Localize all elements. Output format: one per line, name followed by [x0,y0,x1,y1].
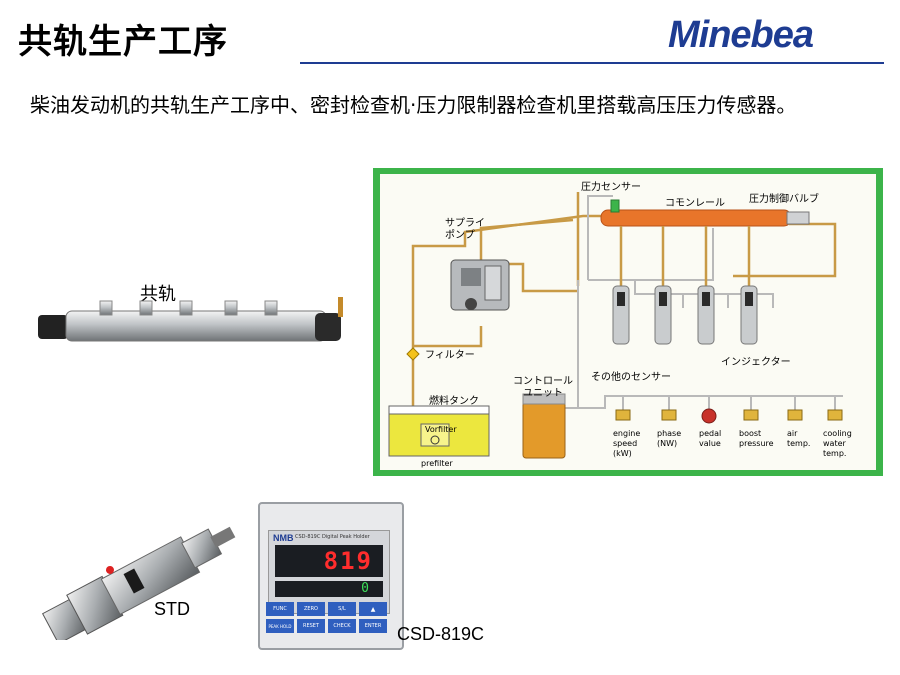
func-button[interactable]: FUNC [266,602,294,616]
enter-button[interactable]: ENTER [359,619,387,633]
up-button[interactable]: ▲ [359,602,387,616]
filter-icon [406,347,420,361]
sensor-label-phase-2: (NW) [657,439,677,448]
label-pressure-valve: 圧力制御バルブ [749,192,819,205]
common-rail-system-diagram: 圧力センサー コモンレール 圧力制御バルブ インジェクター サプライ ポンプ フ… [373,168,883,476]
description-text: 柴油发动机的共轨生产工序中、密封检查机·压力限制器检查机里搭载高压压力传感器。 [30,93,797,117]
sl-button[interactable]: S/L [328,602,356,616]
sensor-label-engine-2: speed [613,439,637,448]
sensor-label-pedal-1: pedal [699,429,721,438]
sensor-label-engine-1: engine [613,429,640,438]
page-title: 共轨生产工序 [18,22,228,62]
label-control-unit-1: コントロール [513,376,573,387]
controller-sub-display: 0 [361,581,369,596]
fuel-lines [411,192,837,413]
sensor-label-air-2: temp. [787,439,810,448]
sensor-label-boost-1: boost [739,429,761,438]
sensor-icons [615,408,843,424]
injector-group [612,285,758,345]
sensor-label-cooling-1: cooling [823,429,852,438]
std-sensor-image [41,526,236,640]
fuel-tank-shape [388,405,490,457]
label-other-sensors: その他のセンサー [591,370,671,383]
controller-display: 819 [323,547,373,575]
zero-button[interactable]: ZERO [297,602,325,616]
supply-pump-shape [450,259,510,311]
check-button[interactable]: CHECK [328,619,356,633]
sensor-label-air-1: air [787,429,798,438]
sensor-label-engine-3: (kW) [613,449,632,458]
label-injector: インジェクター [721,356,791,368]
sensor-label-boost-2: pressure [739,439,774,448]
label-prefilter: prefilter [421,459,453,468]
rail-label: 共轨 [140,284,176,305]
common-rail-pipe [600,209,792,227]
controller-label: CSD-819C [397,624,485,644]
sensor-label-pedal-2: value [699,439,721,448]
peak-hold-button[interactable]: PEAK HOLD [266,619,294,633]
sensor-label-phase-1: phase [657,429,681,438]
minebea-logo: Minebea [668,14,814,56]
controller-device: NMB CSD-819C Digital Peak Holder 819 0 F… [258,502,404,650]
label-vorfilter: Vorfilter [425,425,457,434]
control-unit-shape [522,401,566,459]
label-common-rail: コモンレール [665,198,725,209]
pressure-sensor-shape [610,199,620,213]
sensor-label-cooling-3: temp. [823,449,846,458]
label-control-unit-2: ユニット [523,388,563,399]
sensor-labels: engine speed (kW) phase (NW) pedal value… [613,429,852,458]
sensor-label-cooling-2: water [823,439,847,448]
pressure-valve-shape [786,211,810,225]
reset-button[interactable]: RESET [297,619,325,633]
title-divider [300,62,884,64]
std-label: STD [154,599,190,619]
common-rail-image [38,297,343,342]
label-supply-pump-2: ポンプ [445,229,475,241]
label-supply-pump-1: サプライ [445,217,485,229]
label-pressure-sensor: 圧力センサー [581,180,641,193]
controller-brand: NMB [273,533,294,543]
injector-feed-lines [619,226,751,286]
controller-model-text: CSD-819C Digital Peak Holder [295,534,370,540]
label-filter: フィルター [425,349,475,361]
label-fuel-tank: 燃料タンク [429,394,479,407]
